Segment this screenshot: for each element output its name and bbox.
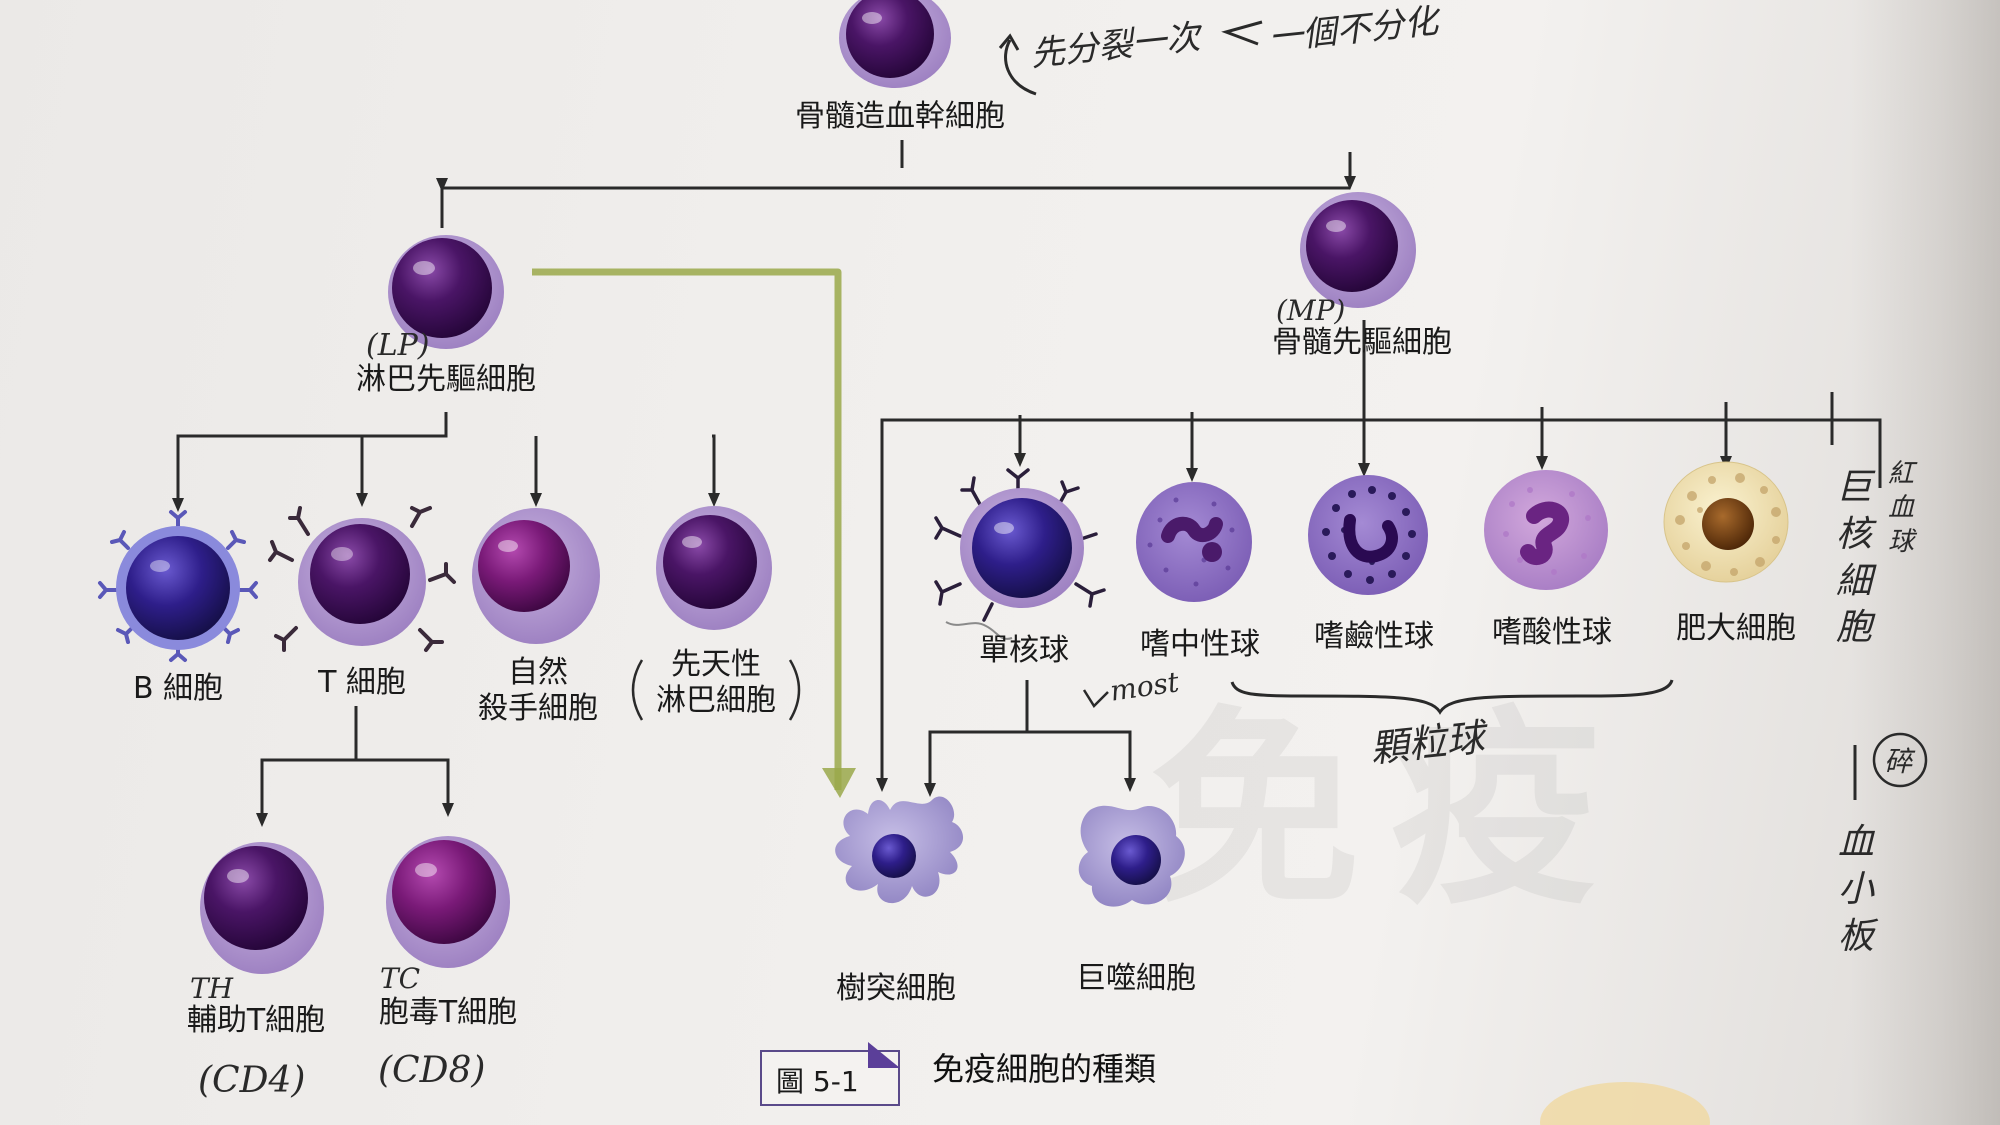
neutrophil-cell <box>1136 482 1252 602</box>
label-neutrophil: 嗜中性球 <box>1140 627 1260 662</box>
figure-number: 圖 5-1 <box>776 1065 859 1098</box>
hand-left-paren <box>631 659 644 721</box>
mast-cell <box>1663 461 1789 583</box>
b-cell <box>98 510 258 662</box>
nk-cell <box>472 508 600 644</box>
page-fold-shadow <box>1850 0 2000 1125</box>
label-myeloid-progenitor: 骨髓先驅細胞 <box>1272 325 1452 360</box>
hand-lp: (LP) <box>366 328 430 363</box>
hand-right-paren <box>788 659 801 721</box>
hand-most-arrow <box>1082 689 1109 708</box>
monocyte-scribble <box>945 621 1013 640</box>
label-helper-t: 輔助T細胞 <box>186 1003 326 1038</box>
label-b-cell: B 細胞 <box>132 671 224 706</box>
hand-rbc: 紅血球 <box>1887 459 1914 557</box>
eosinophil-cell <box>1484 470 1608 590</box>
macrophage-cell <box>1078 805 1185 907</box>
label-nk-line2: 殺手細胞 <box>478 691 598 726</box>
hand-circled-char: 碎 <box>1884 745 1913 778</box>
myeloid-progenitor-cell <box>1300 192 1416 308</box>
label-hsc: 骨髓造血幹細胞 <box>795 99 1005 134</box>
label-mast-cell: 肥大細胞 <box>1676 611 1796 646</box>
monocyte-cell <box>934 468 1106 622</box>
label-basophil: 嗜鹼性球 <box>1314 619 1434 654</box>
hand-top-arrow-head <box>998 33 1020 51</box>
label-t-cell: T 細胞 <box>318 665 406 700</box>
label-macrophage: 巨噬細胞 <box>1076 961 1196 996</box>
label-cytotoxic-t: 胞毒T細胞 <box>378 995 518 1030</box>
label-monocyte: 單核球 <box>979 633 1069 668</box>
hand-cd8: (CD8) <box>378 1050 486 1091</box>
hand-tc: TC <box>380 962 421 995</box>
label-nk-line1: 自然 <box>508 655 568 690</box>
arrowheads <box>172 176 1732 827</box>
hand-top-arrow <box>1004 39 1037 96</box>
dendritic-cell <box>835 796 964 904</box>
hsc-cell <box>839 0 951 88</box>
label-ilc-line1: 先天性 <box>671 647 761 682</box>
hand-mp: (MP) <box>1276 294 1346 327</box>
lymphoid-progenitor-cell <box>388 235 504 349</box>
cytotoxic-t-cell <box>386 836 510 968</box>
figure-title: 免疫細胞的種類 <box>932 1050 1157 1088</box>
basophil-cell <box>1308 475 1428 595</box>
t-cell <box>268 506 456 652</box>
label-eosinophil: 嗜酸性球 <box>1492 615 1612 650</box>
label-ilc-line2: 淋巴細胞 <box>656 683 776 718</box>
hand-brace-granulocytes <box>1230 679 1674 715</box>
label-lymphoid-progenitor: 淋巴先驅細胞 <box>356 362 536 397</box>
hand-th: TH <box>190 972 234 1005</box>
highlighter-line <box>532 268 842 790</box>
hand-cd4: (CD4) <box>198 1060 306 1101</box>
figure-number-box: 圖 5-1 <box>760 1050 900 1106</box>
hand-megakaryocyte: 巨核細胞 <box>1835 467 1872 649</box>
highlighter-arrowhead <box>822 768 856 798</box>
helper-t-cell <box>200 842 324 974</box>
hand-platelet: 血小板 <box>1837 822 1874 957</box>
ilc-cell <box>656 506 772 630</box>
figure-caption-marker <box>868 1042 900 1068</box>
hand-circle <box>1872 732 1928 788</box>
label-dendritic-cell: 樹突細胞 <box>836 971 956 1006</box>
hand-top-bracket <box>1221 20 1263 46</box>
connector-lines <box>176 140 1882 815</box>
